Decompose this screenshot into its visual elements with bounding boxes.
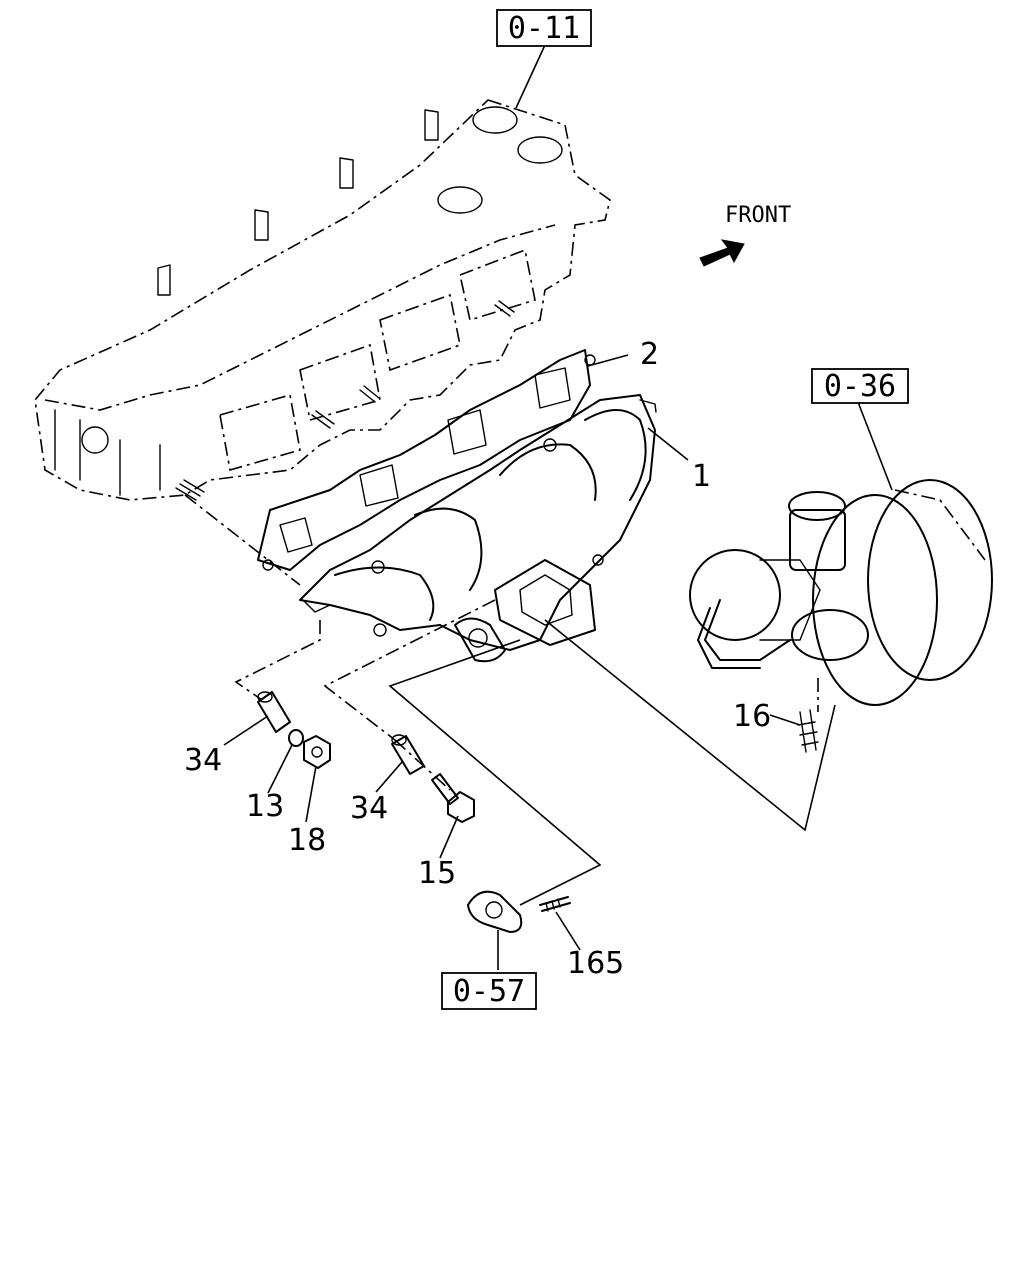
ref-box-egr-flange[interactable]: 0-57 <box>441 972 537 1010</box>
front-arrow-icon <box>699 239 745 267</box>
ref-box-cylinder-head[interactable]: 0-11 <box>496 9 592 47</box>
callout-spacer-left: 34 <box>184 743 222 778</box>
front-indicator: FRONT <box>699 203 791 267</box>
callout-stud-turbo: 16 <box>733 699 771 734</box>
ref-box-turbocharger[interactable]: 0-36 <box>811 368 909 404</box>
callout-spacer-mid: 34 <box>350 791 388 826</box>
exhaust-manifold <box>299 394 657 663</box>
callout-stud-egr: 165 <box>567 946 624 981</box>
spacer-left <box>257 691 291 733</box>
front-label: FRONT <box>725 203 791 228</box>
callout-bolt: 15 <box>418 856 456 891</box>
callout-nut: 18 <box>288 823 326 858</box>
stud-egr <box>539 896 571 912</box>
egr-gasket <box>467 890 523 933</box>
callout-manifold: 1 <box>692 459 711 494</box>
ref-label-cylinder-head: 0-11 <box>508 11 580 46</box>
flange-bolt <box>431 773 475 823</box>
assembly-lines <box>184 494 836 906</box>
ref-label-egr-flange: 0-57 <box>453 974 525 1009</box>
callout-gasket: 2 <box>640 337 659 372</box>
washer <box>288 729 304 747</box>
callout-washer: 13 <box>246 789 284 824</box>
leader-lines <box>223 44 893 970</box>
part-callouts: 2 1 16 34 13 18 34 15 165 <box>184 337 771 981</box>
ref-label-turbocharger: 0-36 <box>824 369 896 404</box>
turbocharger <box>689 479 993 753</box>
manifold-gasket <box>257 349 596 571</box>
cylinder-head <box>34 99 611 501</box>
flange-nut <box>303 735 331 769</box>
